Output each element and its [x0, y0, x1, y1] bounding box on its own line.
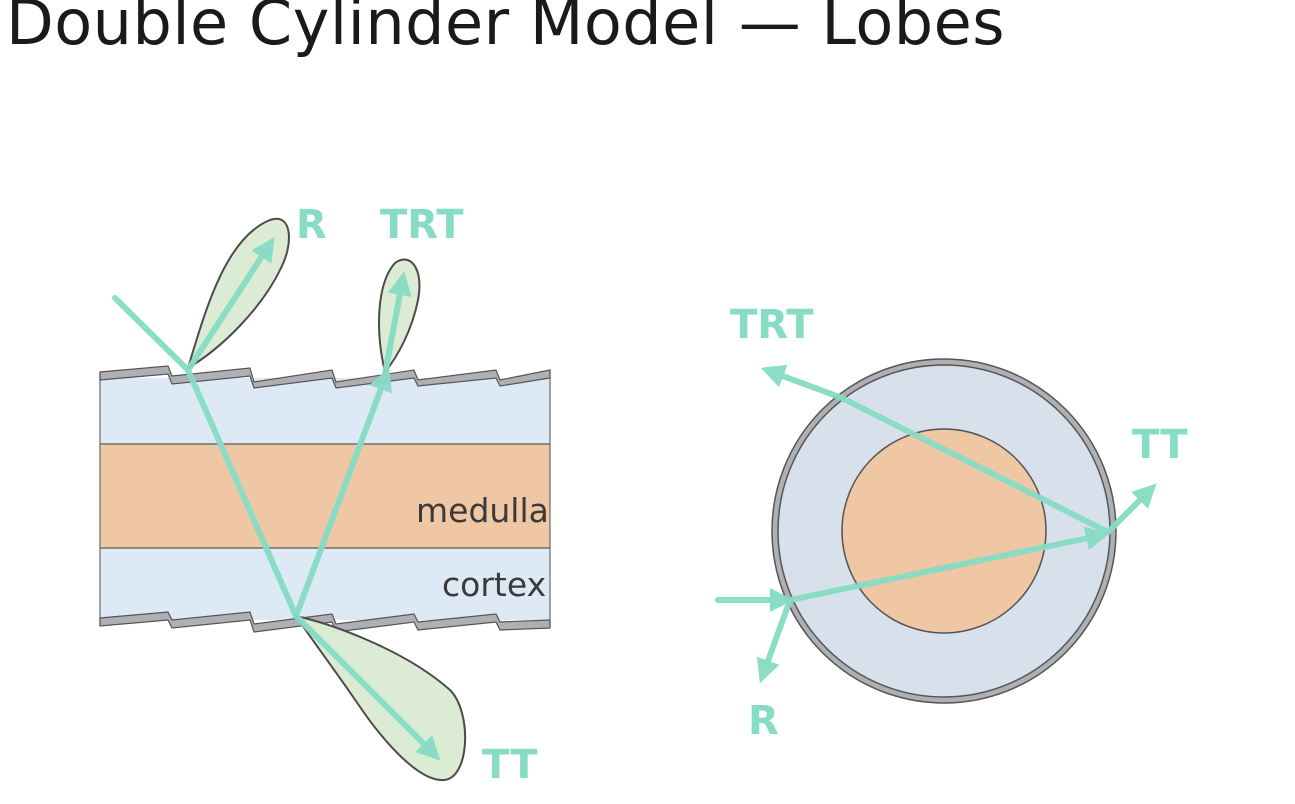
tt-lobe-label: TT — [482, 742, 538, 788]
cortex-top-band — [100, 378, 550, 444]
trt-lobe — [378, 258, 421, 375]
tt-exit-ray — [293, 613, 441, 761]
cross-internal-ray — [839, 395, 1111, 535]
longitudinal-hair-strand: medulla cortex R TRT TT — [99, 202, 551, 788]
cross-r-ray — [756, 597, 793, 684]
slide-title: Double Cylinder Model — Lobes — [6, 0, 1006, 59]
medulla-disc — [841, 428, 1047, 634]
incident-ray — [112, 295, 191, 373]
r-lobe-label: R — [296, 202, 327, 248]
cross-tt-label: TT — [1132, 422, 1188, 468]
refracted-ray-down — [185, 367, 299, 619]
cross-r-label: R — [748, 698, 779, 744]
cross-trt-ray — [760, 364, 845, 401]
cross-refracted-ray — [787, 526, 1110, 603]
r-reflected-ray — [185, 236, 275, 373]
internal-reflected-ray — [293, 366, 393, 619]
cuticle-scales-top — [99, 365, 551, 389]
cortex-bottom-band — [100, 548, 550, 620]
trt-exit-ray — [382, 271, 412, 377]
cortex-label: cortex — [442, 565, 546, 604]
trt-lobe-label: TRT — [380, 202, 464, 248]
cross-trt-label: TRT — [730, 302, 814, 348]
cross-tt-ray — [1105, 483, 1157, 535]
cross-section-view: TRT TT R — [715, 302, 1188, 744]
medulla-label: medulla — [416, 491, 549, 530]
cuticle-scales-bottom — [99, 611, 551, 633]
